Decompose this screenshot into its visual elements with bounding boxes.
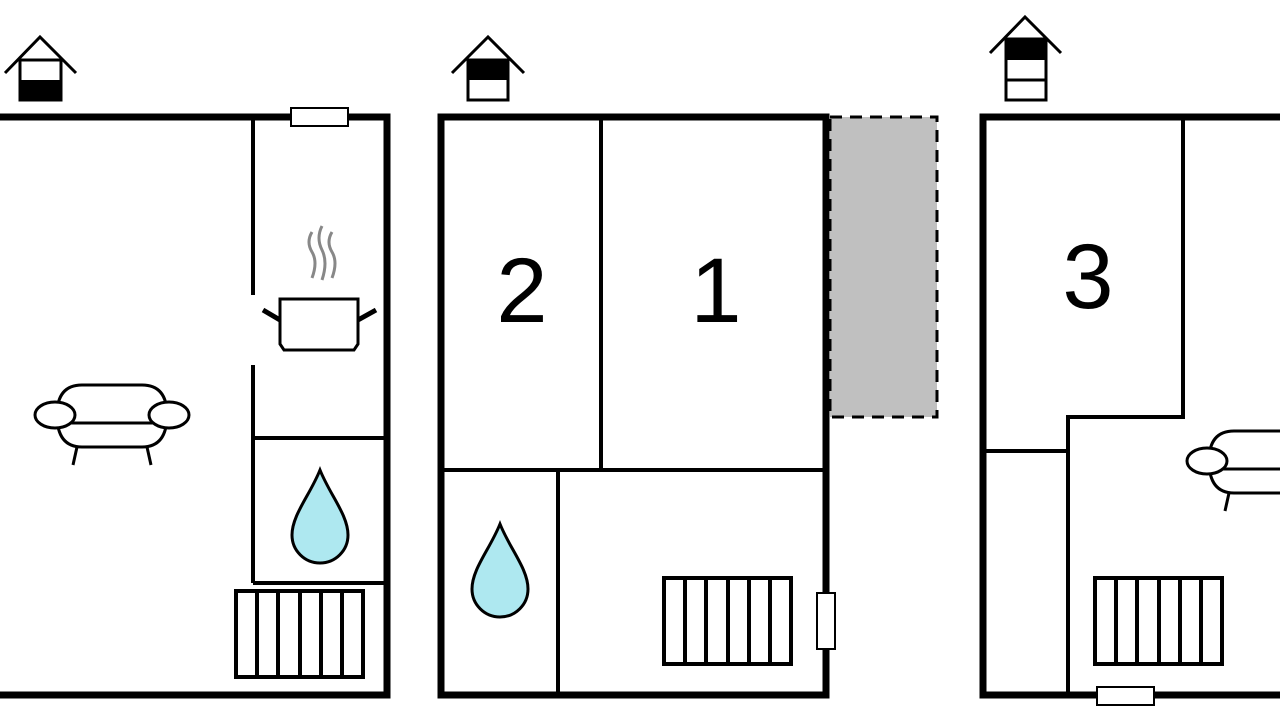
window — [816, 592, 836, 650]
balcony — [828, 115, 939, 419]
kitchen-pot-icon — [261, 225, 378, 352]
floor-plan-first: 2 1 — [437, 113, 939, 699]
window — [1096, 686, 1155, 706]
window — [290, 107, 349, 127]
room-label: 1 — [690, 240, 741, 342]
radiator-icon — [234, 589, 365, 679]
level-icon-second — [988, 14, 1063, 102]
radiator-icon — [1093, 576, 1224, 666]
level-icon-ground — [3, 34, 78, 102]
room-label: 2 — [496, 240, 547, 342]
room-label: 3 — [1062, 226, 1113, 328]
level-icon-first — [450, 34, 526, 102]
radiator-icon — [662, 576, 793, 666]
floor-plan-ground — [0, 107, 391, 699]
floor-plan-second: 3 — [979, 113, 1280, 706]
